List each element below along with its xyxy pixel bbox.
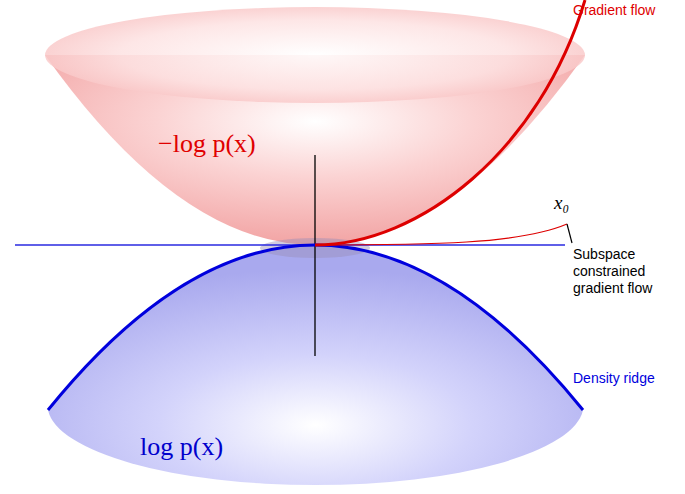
function-label: −log p(x) [158,128,256,159]
curve-label: Density ridge [573,370,655,387]
curve-label: Gradient flow [573,2,655,19]
vertical-axis [314,155,315,356]
gradient-flow-curve [315,0,585,245]
constrained-flow-curve [315,224,567,245]
density-ridge-curve [48,245,583,410]
curve-label: Subspace constrained gradient flow [573,246,681,296]
start-point-tick [567,224,572,243]
function-label: log p(x) [140,431,223,462]
bowl-rim [45,7,585,103]
point-label: x₀ [554,192,569,215]
